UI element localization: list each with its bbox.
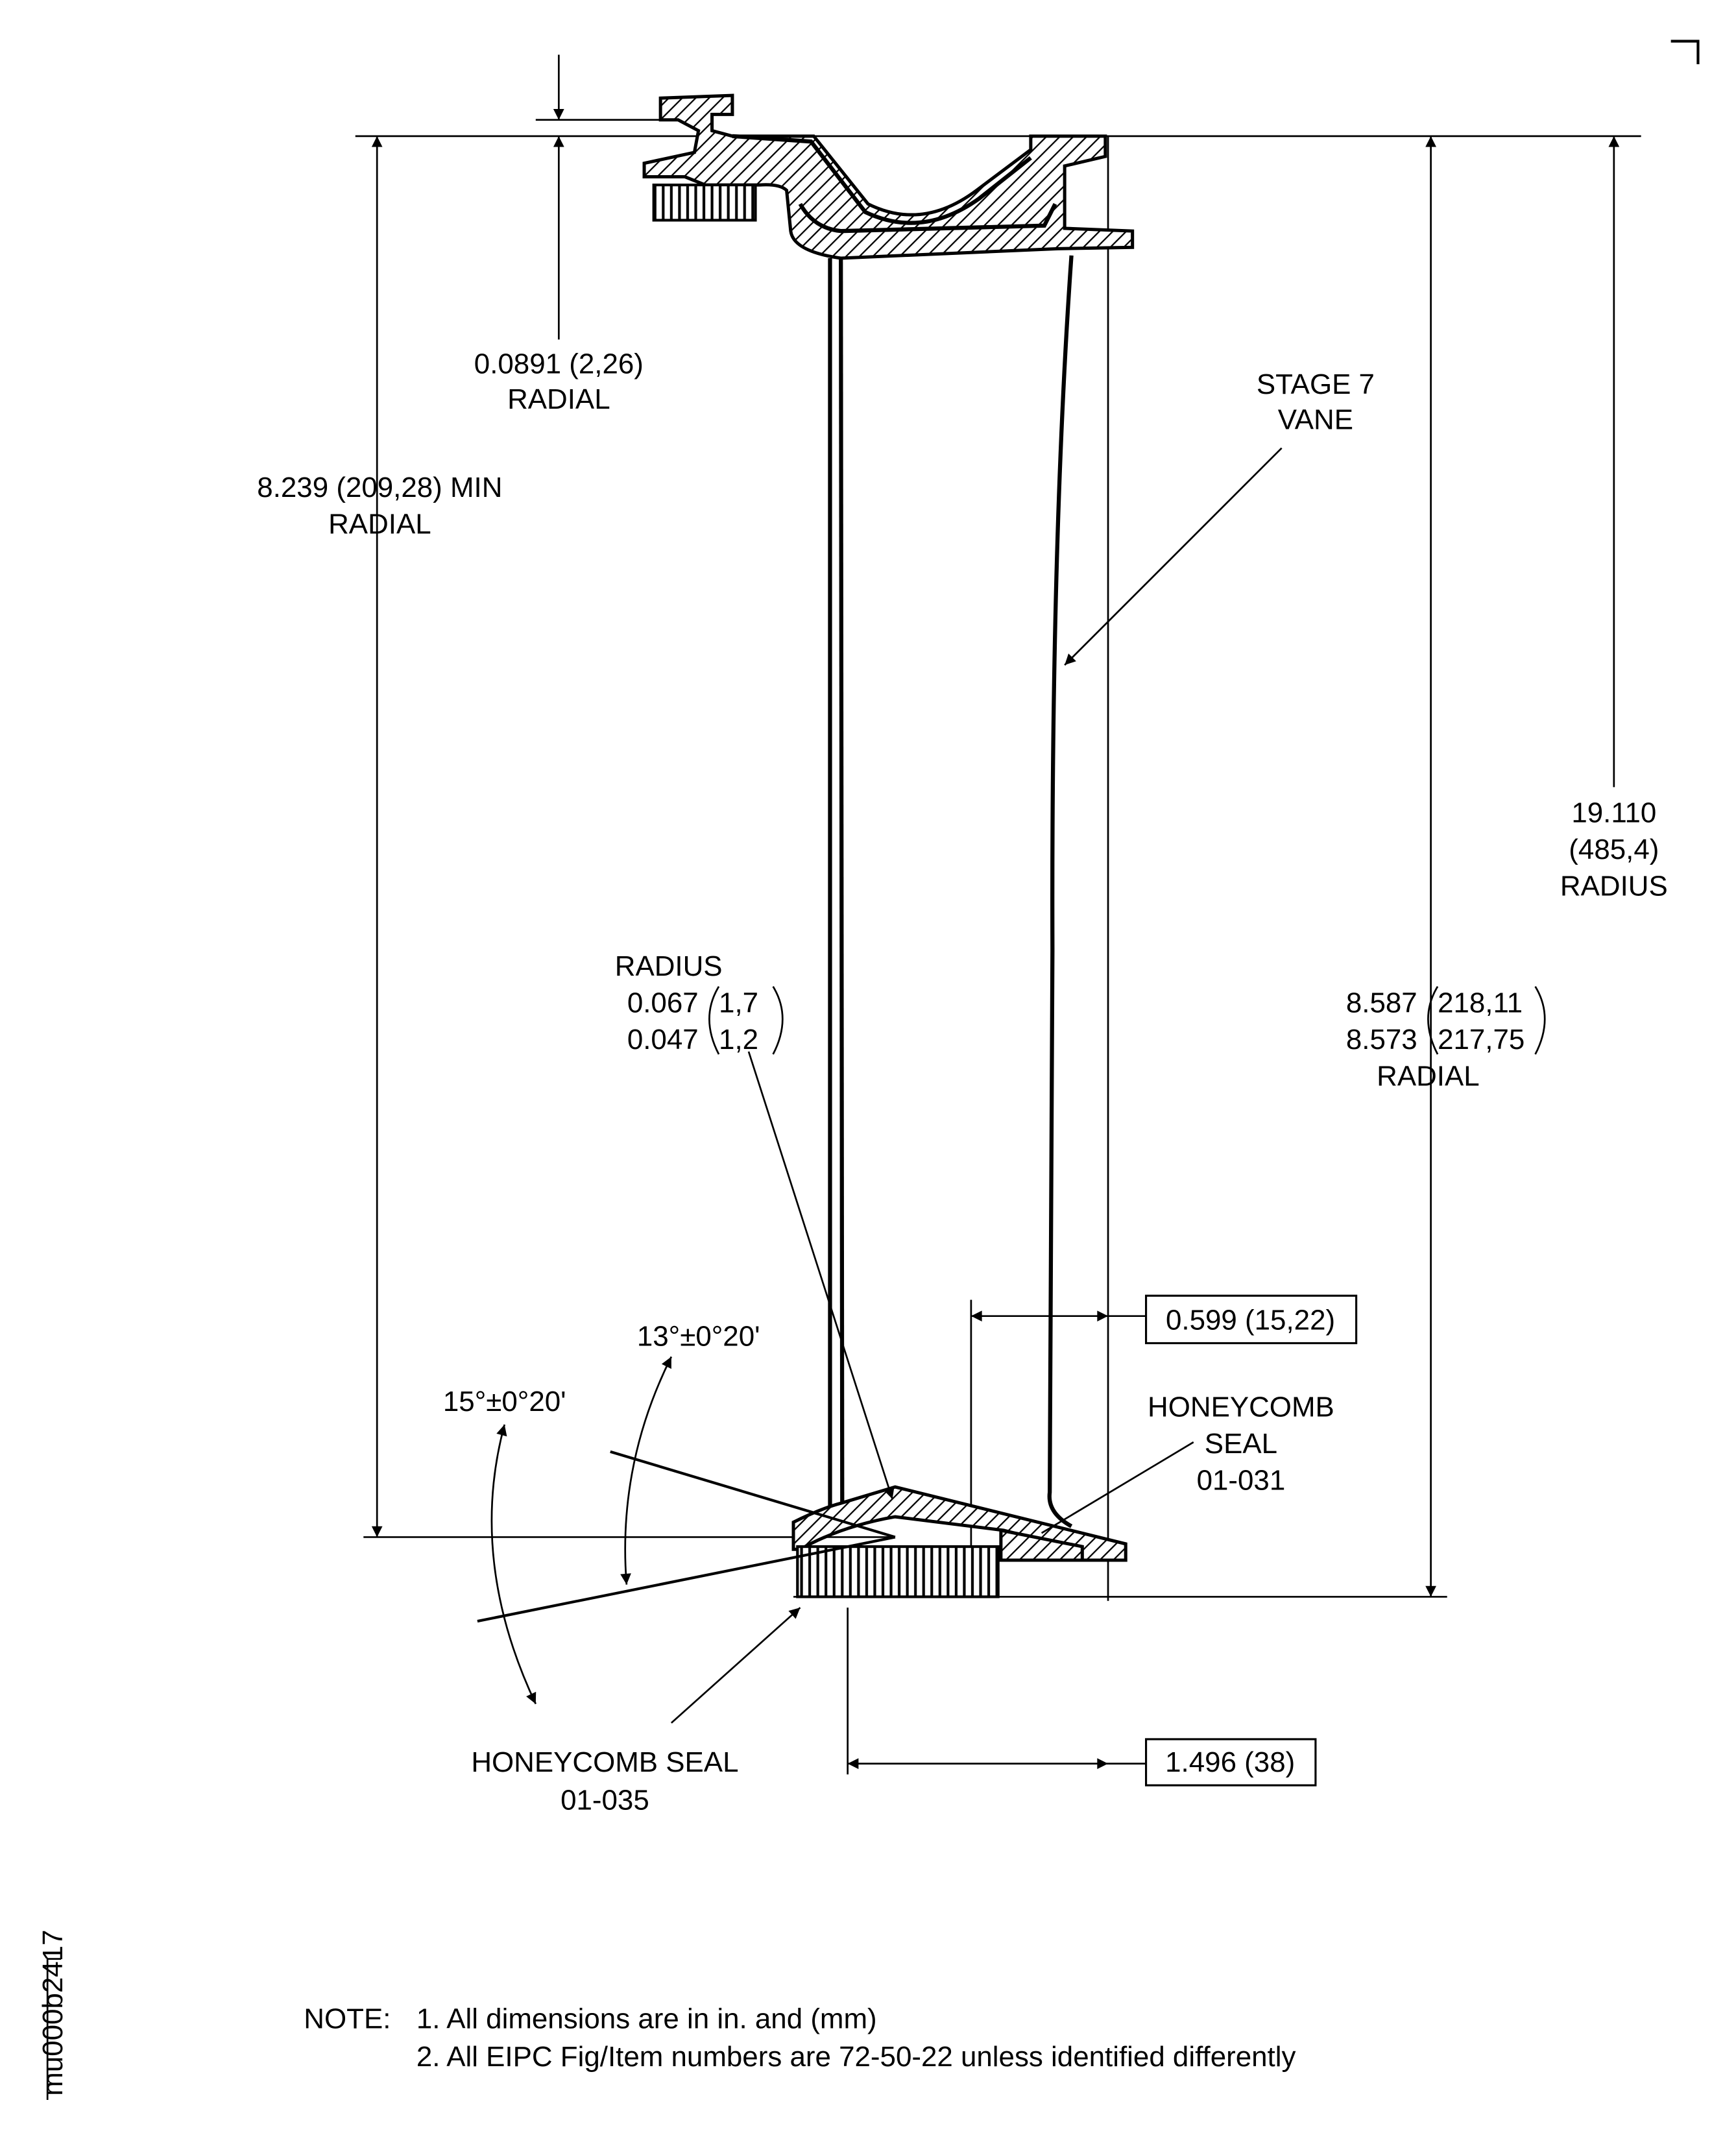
fillet-max-in: 0.067 <box>627 987 699 1018</box>
radial-max-in: 8.587 <box>1346 987 1417 1018</box>
min-radial-word: RADIAL <box>328 508 431 540</box>
dim-box-1496 <box>1145 1738 1317 1787</box>
fillet-min-mm: 1,2 <box>719 1024 758 1055</box>
leader-lines <box>670 447 1283 1724</box>
radius-mm: (485,4) <box>1569 834 1659 865</box>
fillet-title: RADIUS <box>615 950 723 982</box>
radius-word: RADIUS <box>1560 871 1668 902</box>
seal-031-label: 01-031 <box>1197 1464 1286 1496</box>
seal-031-label: HONEYCOMB <box>1148 1391 1334 1423</box>
drawing-id: mu000b2417 <box>37 1930 69 2096</box>
radius-value: 19.110 <box>1571 797 1656 829</box>
radial-min-mm: 217,75 <box>1438 1024 1525 1055</box>
note-2: 2. All EIPC Fig/Item numbers are 72-50-2… <box>416 2041 1296 2073</box>
angle-13-label: 13°±0°20' <box>637 1321 760 1353</box>
fillet-bracket <box>708 985 784 1055</box>
id-bracket <box>46 1958 62 2101</box>
inner-shroud <box>791 1485 1127 1598</box>
top-radial-value: 0.0891 (2,26) <box>474 348 644 380</box>
fillet-max-mm: 1,7 <box>719 987 758 1018</box>
radial-word: RADIAL <box>1377 1060 1480 1092</box>
radial-max-mm: 218,11 <box>1438 987 1523 1018</box>
radial-min-in: 8.573 <box>1346 1024 1417 1055</box>
min-radial-value: 8.239 (209,28) MIN <box>257 472 502 503</box>
fillet-min-in: 0.047 <box>627 1024 699 1055</box>
dim-box-0599 <box>1145 1294 1358 1345</box>
seal-035-label: 01-035 <box>561 1785 649 1816</box>
vane-airfoil <box>828 255 1074 1528</box>
seal-035-label: HONEYCOMB SEAL <box>471 1746 738 1778</box>
outer-shroud <box>642 93 1135 260</box>
radial-bracket <box>1427 985 1546 1055</box>
vane-label: VANE <box>1278 404 1353 435</box>
width-0599-label: 0.599 (15,22) <box>1166 1305 1335 1336</box>
seal-031-label: SEAL <box>1205 1428 1277 1460</box>
vane-label: STAGE 7 <box>1257 368 1375 400</box>
corner-mark <box>1670 40 1700 65</box>
width-1496-label: 1.496 (38) <box>1165 1746 1295 1778</box>
angle-15-label: 15°±0°20' <box>443 1386 566 1417</box>
note-prefix: NOTE: <box>304 2003 391 2034</box>
top-radial-word: RADIAL <box>507 383 610 415</box>
dimension-lines <box>371 54 1620 1769</box>
note-1: 1. All dimensions are in in. and (mm) <box>416 2003 877 2034</box>
